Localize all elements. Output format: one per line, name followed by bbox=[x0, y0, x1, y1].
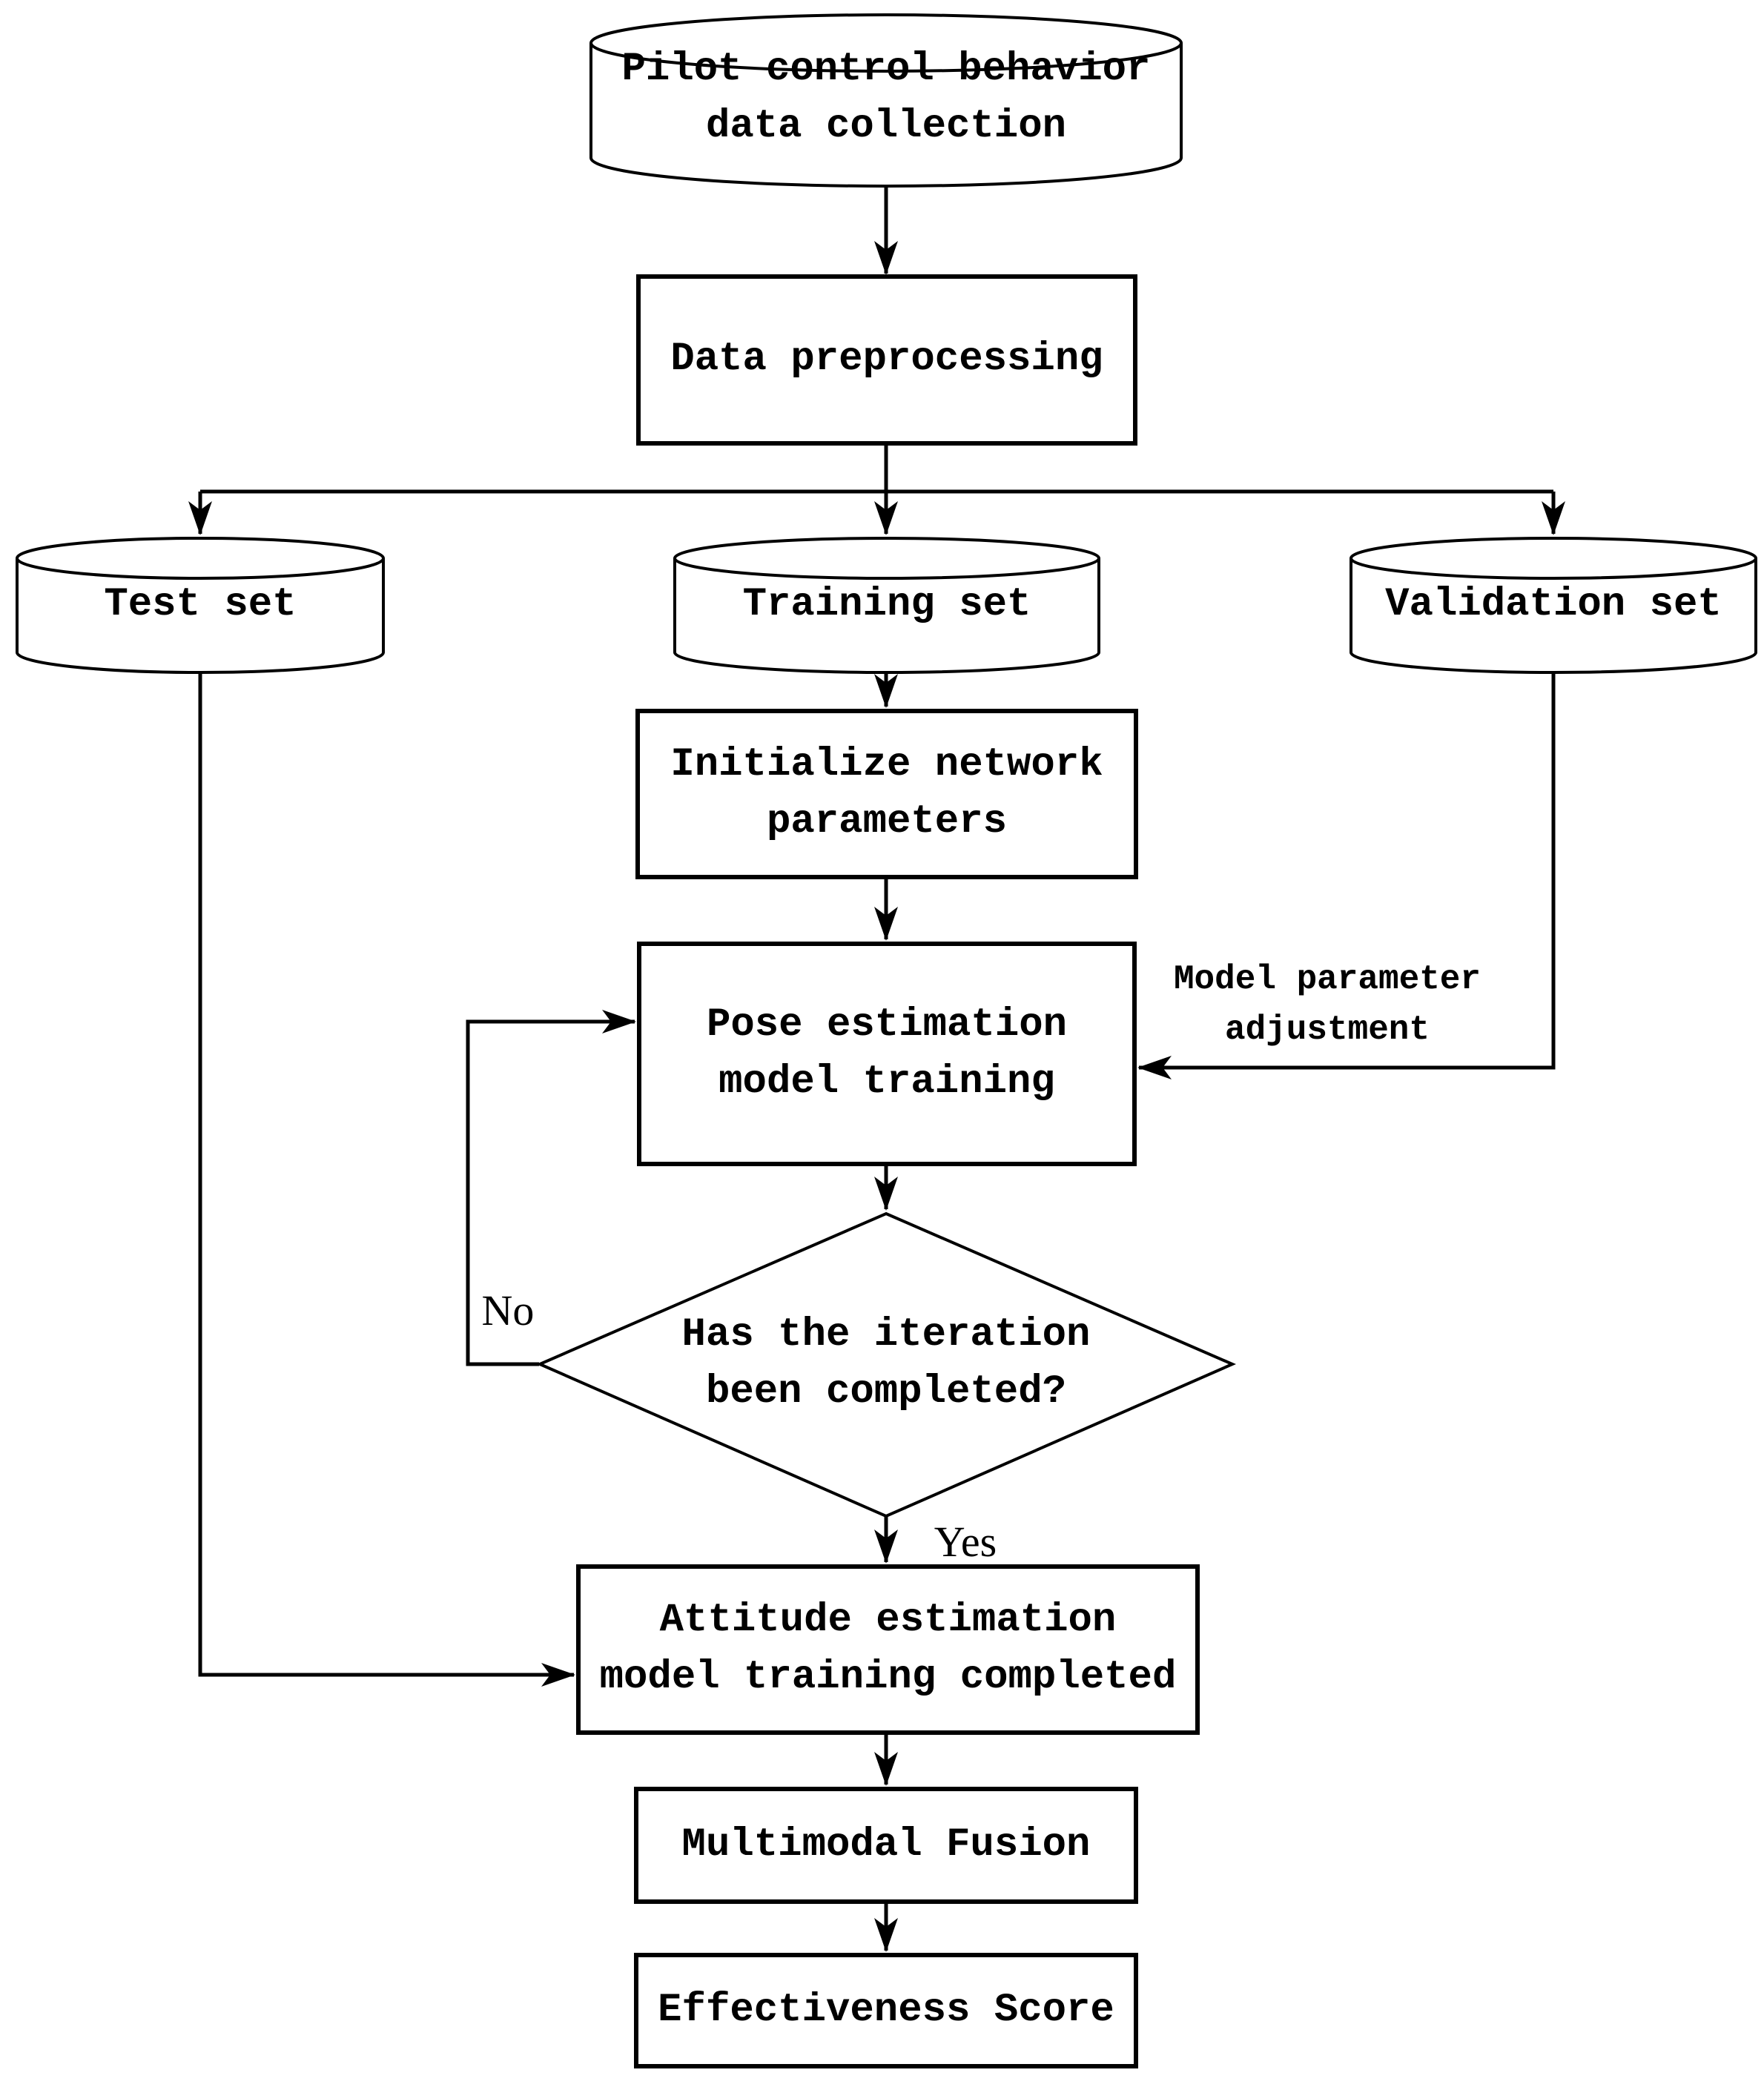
node-validation-cylinder bbox=[1350, 537, 1757, 674]
node-test-cylinder bbox=[16, 537, 385, 674]
training-cylinder-body bbox=[673, 558, 1100, 674]
node-preprocess-box bbox=[636, 274, 1137, 446]
node-score-box bbox=[634, 1953, 1138, 2068]
edge-validation-to-pose bbox=[1137, 672, 1556, 1079]
test-label: Test set bbox=[104, 581, 297, 627]
attitude-label: Attitude estimation model training compl… bbox=[599, 1598, 1177, 1700]
validation-cylinder-top bbox=[1350, 537, 1757, 580]
yes-edge-label: Yes bbox=[934, 1517, 997, 1566]
validation-cylinder-body bbox=[1350, 558, 1757, 674]
score-label: Effectiveness Score bbox=[658, 1987, 1114, 2033]
fusion-label: Multimodal Fusion bbox=[681, 1822, 1091, 1868]
node-pose-box bbox=[637, 942, 1137, 1166]
pilot-cylinder-top bbox=[589, 13, 1183, 73]
preprocess-label: Data preprocessing bbox=[670, 337, 1103, 383]
pose-label: Pose estimation model training bbox=[706, 1002, 1068, 1105]
node-decision-diamond bbox=[536, 1211, 1236, 1518]
node-fusion-box bbox=[634, 1787, 1138, 1904]
edge-test-to-attitude bbox=[198, 672, 575, 1687]
validation-label: Validation set bbox=[1385, 581, 1722, 627]
training-label: Training set bbox=[742, 581, 1031, 627]
test-cylinder-top bbox=[16, 537, 385, 580]
edge-decision-no-loop bbox=[466, 1010, 636, 1366]
pilot-cylinder-body bbox=[589, 43, 1183, 188]
pilot-label: Pilot control behavior data collection bbox=[621, 46, 1151, 149]
node-pilot-cylinder bbox=[589, 13, 1183, 188]
init-label: Initialize network parameters bbox=[670, 742, 1103, 844]
model-parameter-adjustment-label: Model parameter adjustment bbox=[1173, 959, 1481, 1049]
node-training-cylinder bbox=[673, 537, 1100, 674]
node-attitude-box bbox=[576, 1564, 1200, 1735]
decision-label: Has the iteration been completed? bbox=[681, 1312, 1091, 1415]
test-cylinder-body bbox=[16, 558, 385, 674]
node-init-box bbox=[635, 709, 1138, 879]
training-cylinder-top bbox=[673, 537, 1100, 580]
no-edge-label: No bbox=[481, 1286, 535, 1334]
